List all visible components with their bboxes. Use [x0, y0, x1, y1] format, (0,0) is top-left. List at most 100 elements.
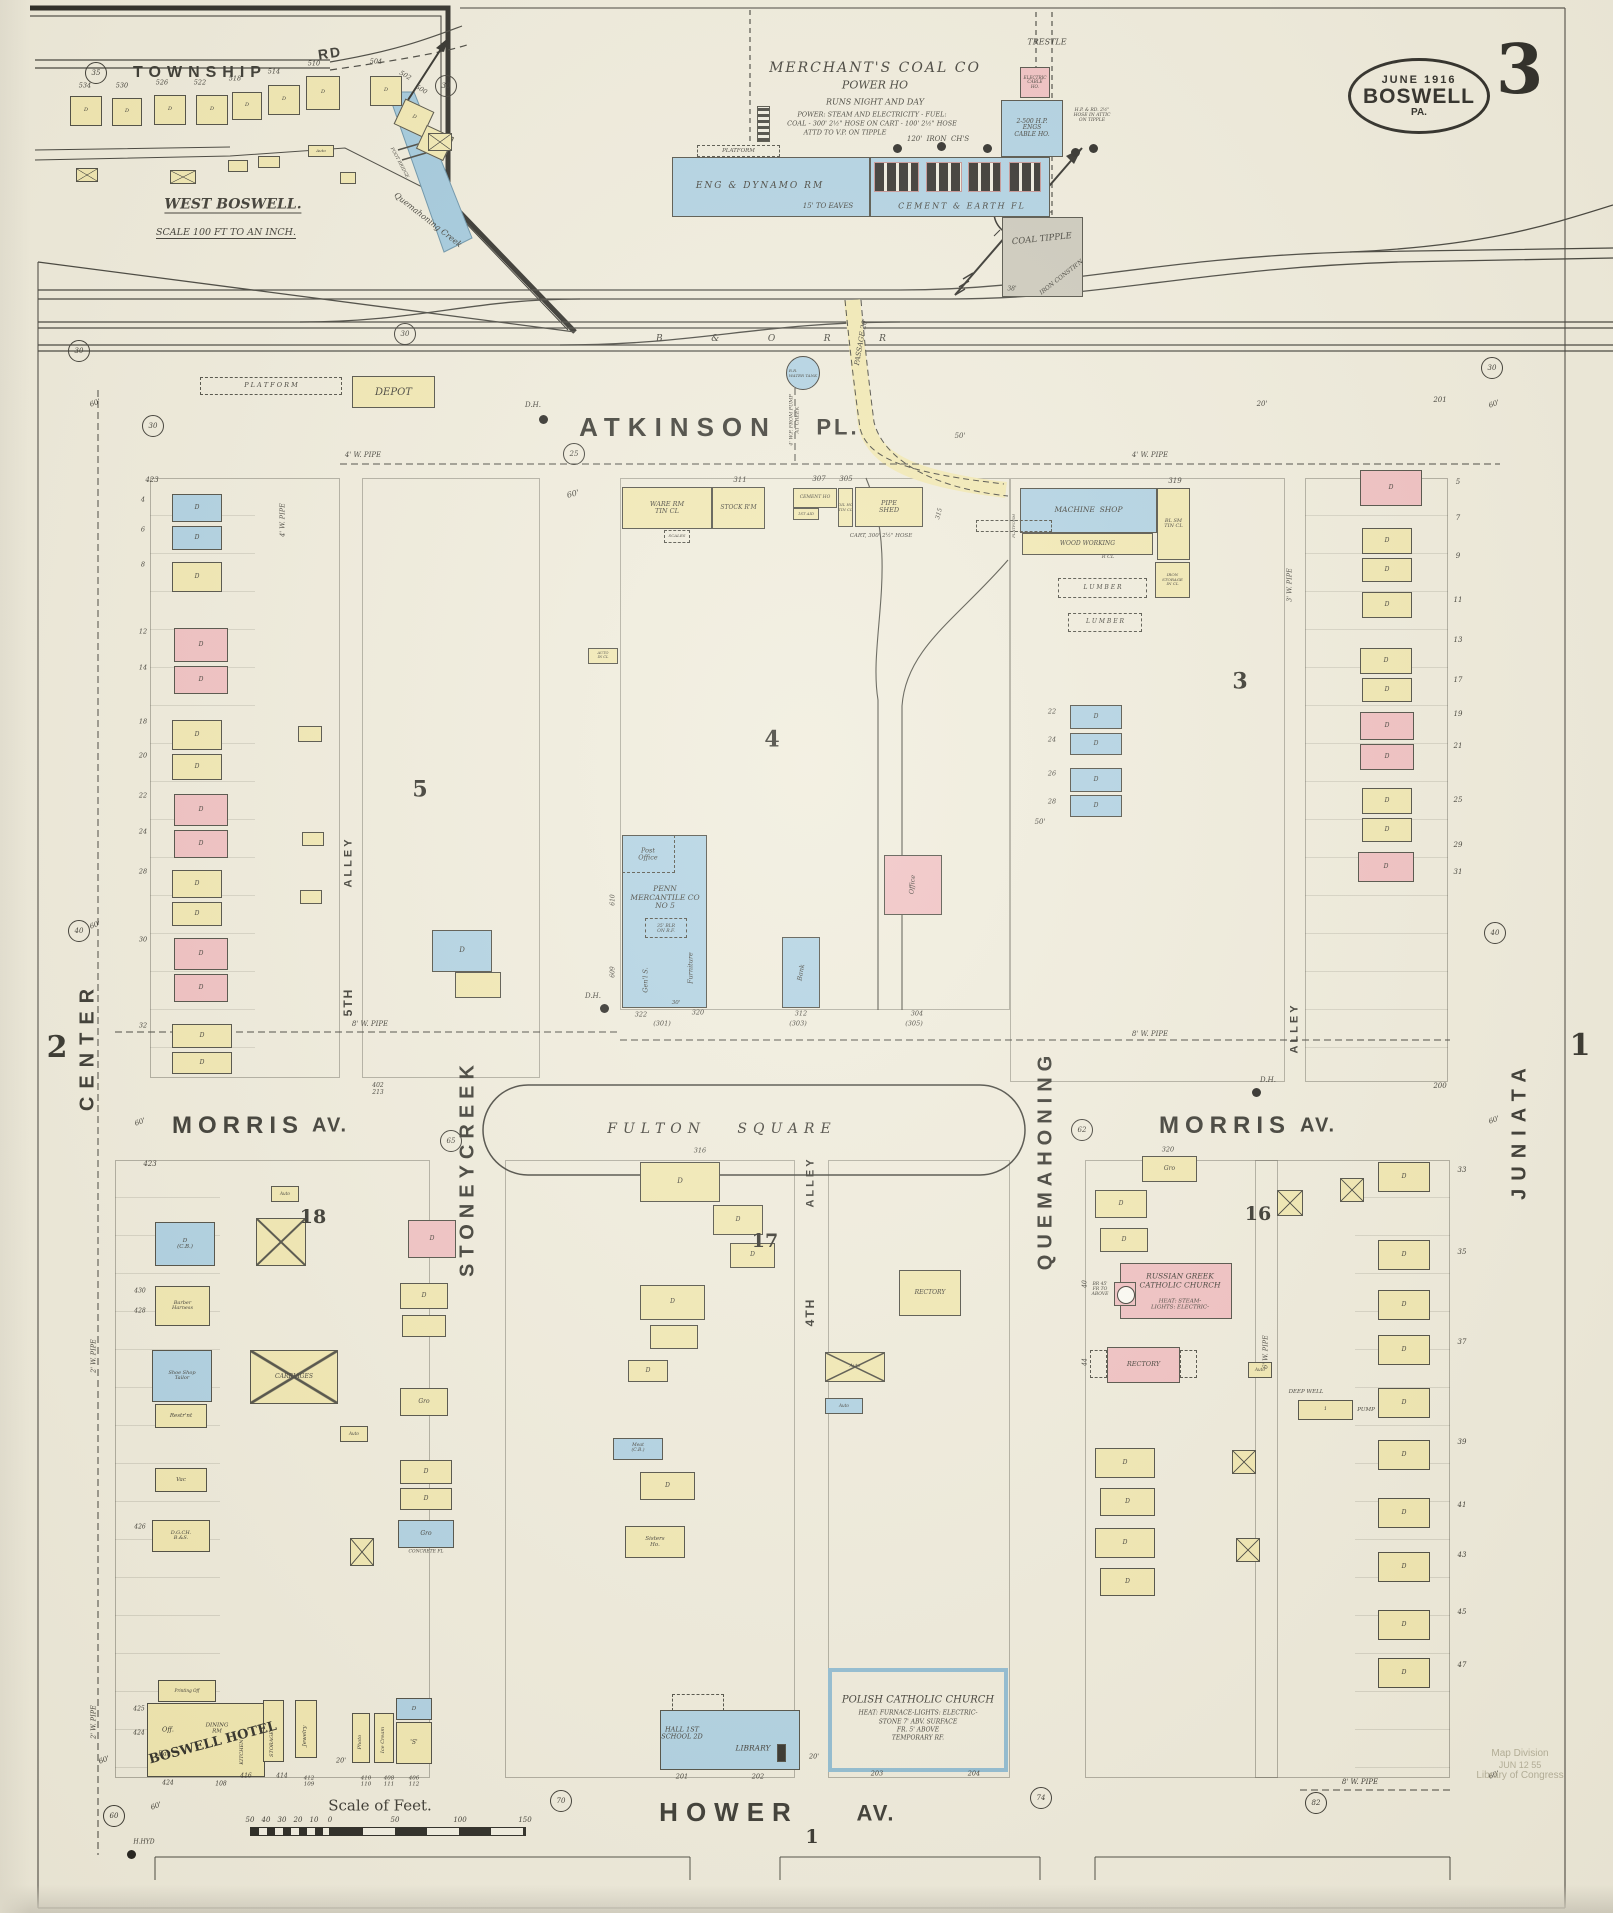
- penn-mercantile-label: PENN MERCANTILE CO NO 5: [630, 884, 700, 911]
- map-label: 410 110: [360, 1775, 372, 1788]
- map-label: 416: [240, 1772, 252, 1780]
- building: Auto: [308, 145, 334, 157]
- map-label: 120' IRON CH'S: [906, 134, 970, 143]
- map-label: POWER: STEAM AND ELECTRICITY - FUEL:: [797, 110, 947, 119]
- map-label: 6' W. PIPE: [1261, 1335, 1270, 1369]
- sheet-number: 3: [1496, 30, 1544, 110]
- map-label: (305): [905, 1019, 923, 1028]
- block-outline: [150, 478, 340, 1078]
- building-label: D: [677, 1177, 683, 1186]
- restaurant: Restr'nt: [155, 1404, 207, 1428]
- building-label: D: [1401, 1620, 1407, 1628]
- building-label: MACHINE SHOP: [1054, 505, 1123, 515]
- map-label: 17: [1453, 675, 1463, 684]
- building-label: D: [83, 107, 88, 114]
- building-label: D: [199, 1058, 205, 1066]
- hydrant-dot: [1251, 1087, 1261, 1097]
- map-label: 40: [1081, 1280, 1089, 1288]
- bank: Bank: [782, 937, 820, 1008]
- title-oval: JUNE 1916 BOSWELL PA.: [1348, 58, 1490, 134]
- building-label: D: [1122, 1458, 1128, 1466]
- building: [298, 726, 322, 742]
- building: D: [432, 930, 492, 972]
- building: D: [1360, 712, 1414, 740]
- map-label: 19: [1453, 709, 1463, 718]
- hydrant-dot: [126, 1849, 136, 1859]
- map-label: 26: [1047, 769, 1057, 778]
- map-label: DEEP WELL: [1288, 1388, 1324, 1395]
- map-label: 7: [1455, 513, 1461, 522]
- building-label: D: [1384, 825, 1390, 833]
- map-label: 20: [138, 751, 148, 760]
- reference-circle: 40: [1484, 922, 1506, 944]
- map-label: 33: [1457, 1165, 1467, 1174]
- map-label: AV.: [311, 1114, 349, 1137]
- block-outline: [620, 478, 1010, 1010]
- building-label: PLATFORM: [1010, 514, 1016, 538]
- block-outline: [1010, 478, 1285, 1082]
- map-label: 610: [609, 894, 617, 906]
- building-label: Restr'nt: [169, 1412, 193, 1419]
- building: D: [1095, 1528, 1155, 1558]
- building-label: D: [421, 1291, 427, 1299]
- building-label: AUTO IN CL: [597, 651, 609, 659]
- building: D: [174, 628, 228, 662]
- map-label: 311: [733, 475, 747, 484]
- scale-number: 40: [261, 1815, 271, 1824]
- building-label: D: [665, 1481, 670, 1489]
- block-outline: [362, 478, 540, 1078]
- building: D (C.B.): [155, 1222, 215, 1266]
- building-label: Meat (C.B.): [631, 1443, 645, 1453]
- building: CEMENT HO: [793, 488, 837, 508]
- building: D: [1100, 1488, 1155, 1516]
- building: BL SM TIN CL: [1157, 488, 1190, 560]
- reference-circle: 70: [550, 1790, 572, 1812]
- building: D: [172, 754, 222, 780]
- building-label: Barber Harness: [171, 1299, 194, 1311]
- map-label: 24: [1047, 735, 1057, 744]
- building-label: D: [1384, 752, 1390, 760]
- building-label: D: [1401, 1172, 1407, 1180]
- map-label: Off.: [161, 1725, 175, 1734]
- building-label: D: [670, 1298, 675, 1306]
- building-label: D: [423, 1494, 429, 1502]
- pipe-shed: PIPE SHED: [855, 487, 923, 527]
- building-label: D: [1384, 685, 1390, 693]
- sisters-house: Sisters Ho.: [625, 1526, 685, 1558]
- building-label: D: [198, 983, 204, 991]
- barber-shop: Barber Harness: [155, 1286, 210, 1326]
- map-label: 305: [839, 474, 853, 483]
- map-label: 307: [812, 474, 826, 483]
- map-label: 15' TO EAVES: [802, 201, 854, 210]
- reference-circle: 25: [563, 443, 585, 465]
- building: D: [174, 974, 228, 1002]
- street-quemahoning: QUEMAHONING: [1034, 1049, 1057, 1271]
- map-label: 424: [162, 1779, 174, 1787]
- building: D: [1070, 705, 1122, 729]
- map-label: D.H.: [525, 400, 541, 409]
- inset-scale-note: SCALE 100 FT TO AN INCH.: [156, 227, 296, 239]
- building: [76, 168, 98, 182]
- building-label: CEMENT HO: [799, 494, 831, 500]
- building: 1ST AID: [793, 508, 819, 520]
- building-label: D: [1384, 565, 1390, 573]
- map-label: 8' W. PIPE: [351, 1019, 389, 1028]
- map-label: ENG & DYNAMO RM: [695, 180, 825, 191]
- building: [228, 160, 248, 172]
- scale-number: 50: [390, 1815, 400, 1824]
- building-label: D: [194, 533, 200, 541]
- map-label: 2' W. PIPE: [89, 1705, 98, 1739]
- building-label: D: [1388, 483, 1394, 491]
- building: [1180, 1350, 1197, 1378]
- penn-mercantile: [622, 835, 707, 1008]
- map-label: 4' W. PIPE: [278, 503, 287, 537]
- map-label: Gen'l S.: [641, 967, 650, 993]
- building: D: [1362, 818, 1412, 842]
- building: D: [174, 794, 228, 826]
- building-label: D: [198, 675, 204, 683]
- street-township: TOWNSHIP: [133, 63, 267, 81]
- reference-circle: 30: [1481, 357, 1503, 379]
- map-label: D.H.: [1260, 1075, 1276, 1084]
- hydrant-dot: [936, 141, 946, 151]
